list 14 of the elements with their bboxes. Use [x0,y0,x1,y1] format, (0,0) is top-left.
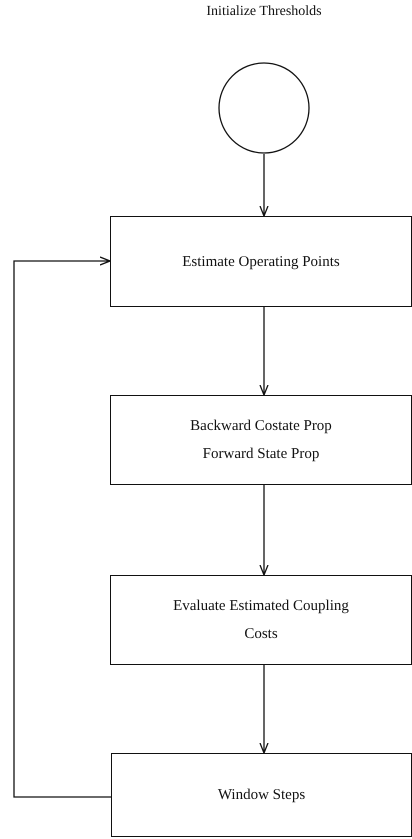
step-label: Window Steps [216,786,306,805]
arrow [13,256,111,798]
process-box [110,395,412,485]
step-label: Estimate Operating Points [181,252,341,272]
step-label: Evaluate Estimated Coupling Costs [172,597,350,644]
process-box [110,575,412,665]
arrow [259,154,269,217]
arrow [259,485,269,576]
step-label: Backward Costate Prop Forward State Prop [189,417,333,464]
process-box [110,216,412,307]
process-box [111,753,412,837]
arrow [259,307,269,396]
start-label: Initialize Thresholds [205,4,323,20]
arrow [259,665,269,754]
